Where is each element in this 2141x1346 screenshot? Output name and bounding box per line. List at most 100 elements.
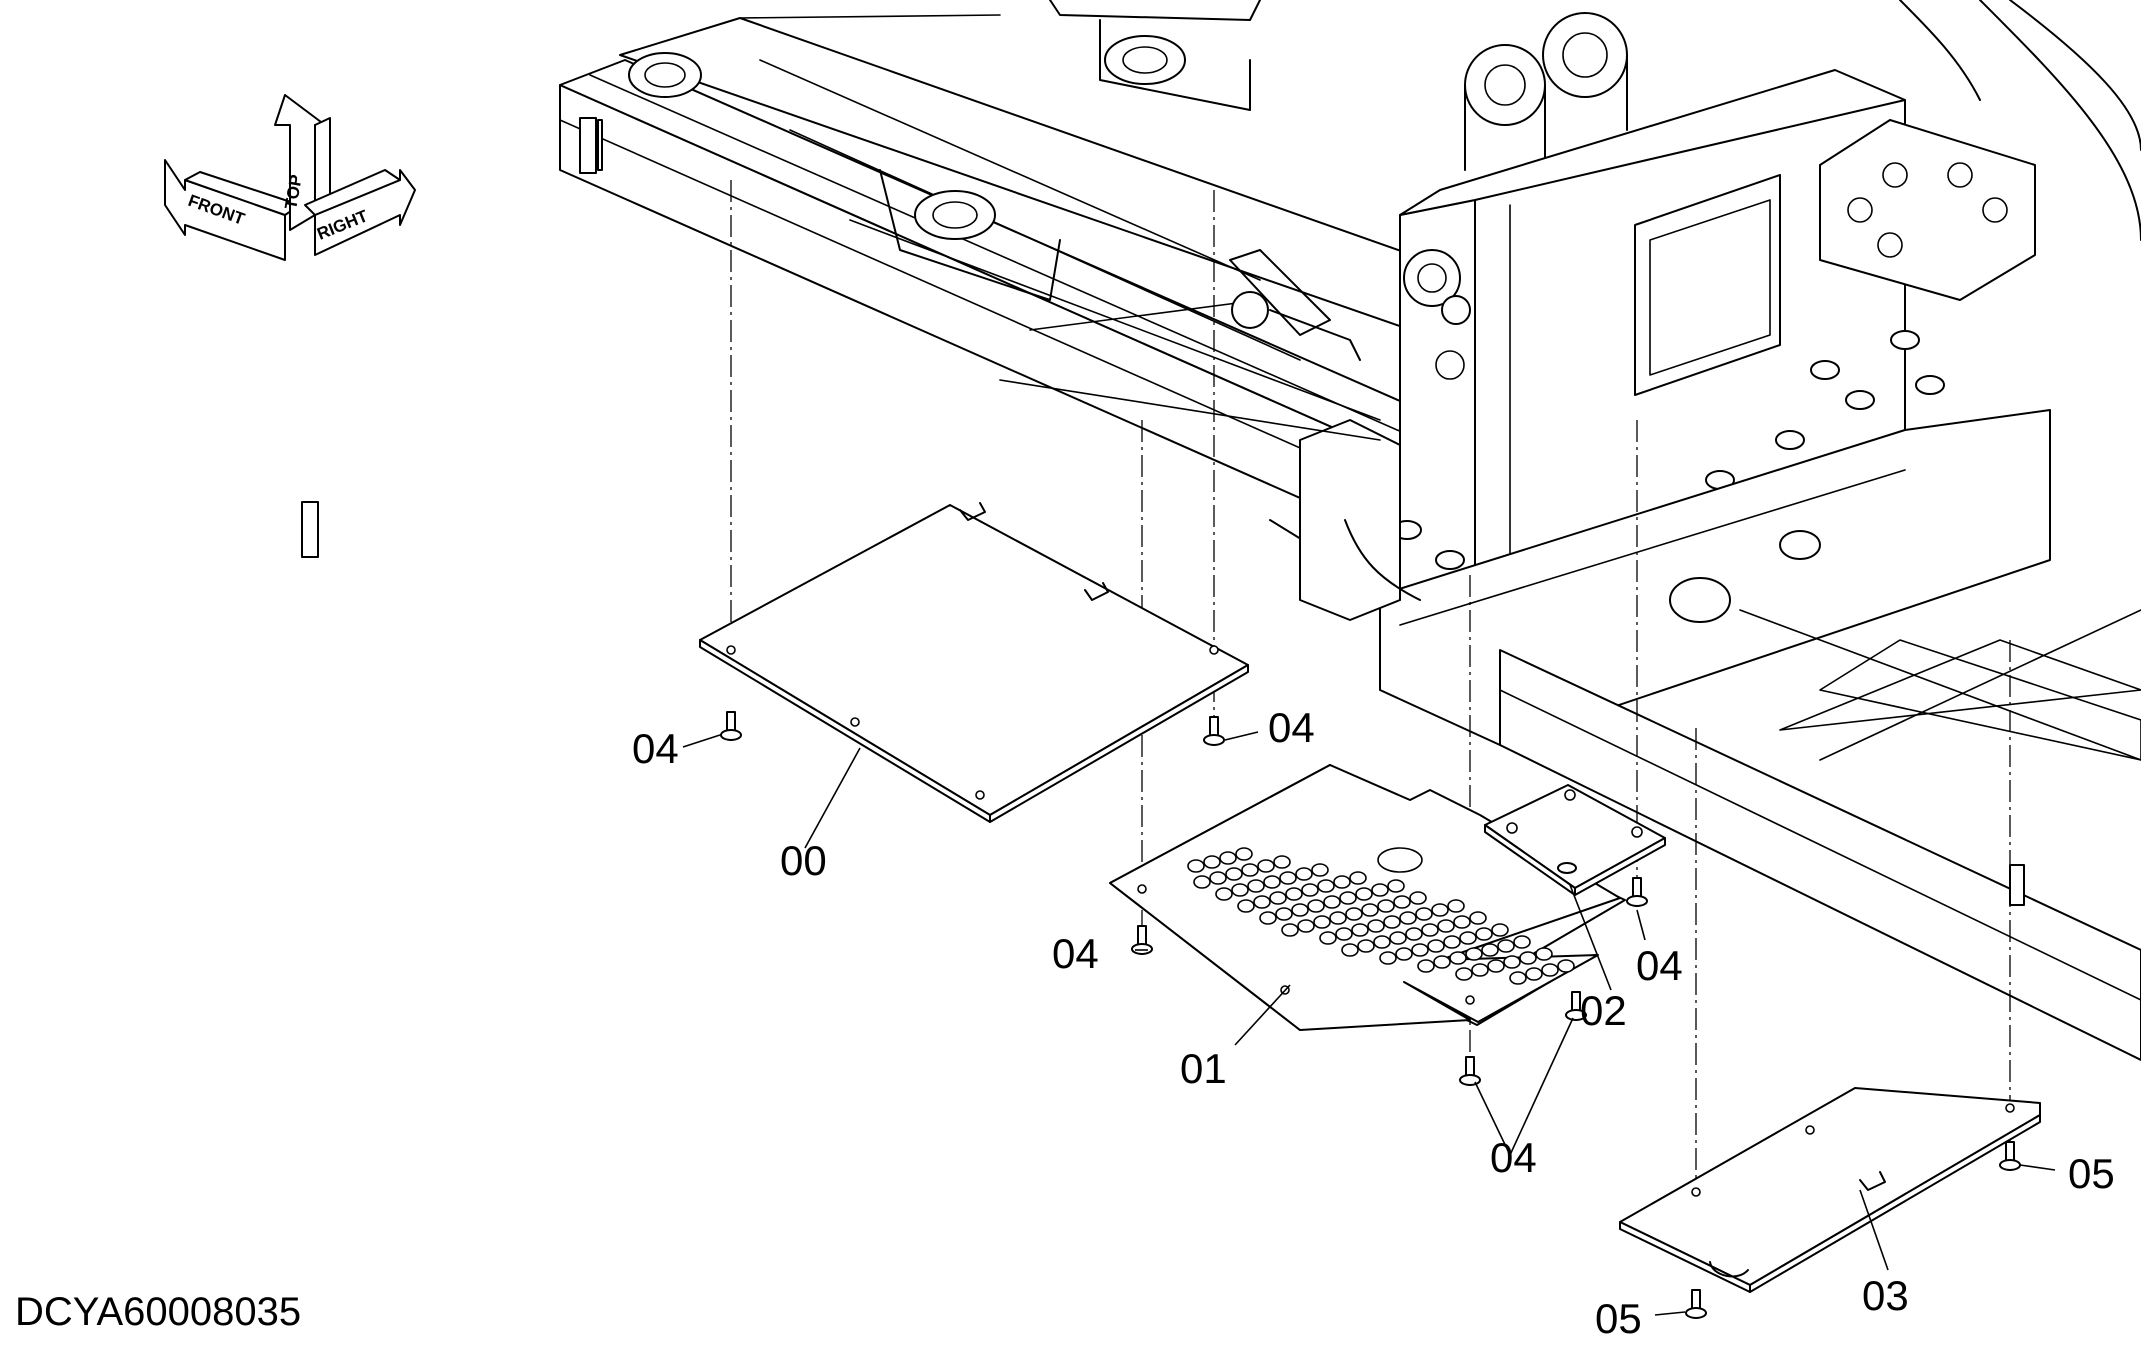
perforation-hole [1421, 923, 1439, 937]
callout-02: 02 [1580, 987, 1627, 1034]
perforation-hole [1475, 927, 1493, 941]
callout-04-b: 04 [1268, 704, 1315, 751]
callout-00: 00 [780, 837, 827, 884]
perforation-hole [1215, 887, 1233, 901]
perforation-hole [1469, 911, 1487, 925]
perforation-hole [1235, 847, 1253, 861]
perforation-hole [1349, 871, 1367, 885]
perforation-hole [1405, 927, 1423, 941]
perforation-hole [1387, 879, 1405, 893]
perforation-hole [1433, 955, 1451, 969]
perforation-hole [1335, 927, 1353, 941]
cover-plate-00 [699, 502, 1249, 823]
bolt-04-b [1203, 716, 1225, 746]
callout-05-a: 05 [2068, 1150, 2115, 1197]
perforation-hole [1297, 919, 1315, 933]
perforation-hole [1241, 863, 1259, 877]
perforation-hole [1377, 899, 1395, 913]
perforation-hole [1323, 895, 1341, 909]
perforation-hole [1339, 891, 1357, 905]
perforation-hole [1333, 875, 1351, 889]
perforation-hole [1443, 935, 1461, 949]
upper-frame-structure [301, 0, 2141, 1061]
perforation-hole [1557, 959, 1575, 973]
perforation-hole [1379, 951, 1397, 965]
bolt-05-a [1999, 1141, 2021, 1171]
perforation-hole [1389, 931, 1407, 945]
angled-plate-03 [1619, 1087, 2041, 1293]
perforation-hole [1275, 907, 1293, 921]
perforation-hole [1237, 899, 1255, 913]
perforation-hole [1285, 887, 1303, 901]
perforation-hole [1307, 899, 1325, 913]
perforation-hole [1427, 939, 1445, 953]
perforation-hole [1317, 879, 1335, 893]
bolt-05-b [1685, 1289, 1707, 1319]
perforation-hole [1355, 887, 1373, 901]
column-bolt-heads [1392, 330, 1945, 605]
perforation-hole [1415, 907, 1433, 921]
bolt-04-f [1565, 991, 1587, 1021]
perforation-hole [1437, 919, 1455, 933]
perforation-hole [1341, 943, 1359, 957]
perforation-hole [1509, 971, 1527, 985]
perforation-hole [1459, 931, 1477, 945]
perforation-hole [1257, 859, 1275, 873]
perforation-hole [1203, 855, 1221, 869]
perforation-hole [1471, 963, 1489, 977]
perforation-hole [1281, 923, 1299, 937]
perforation-hole [1187, 859, 1205, 873]
perforation-hole [1399, 911, 1417, 925]
perforation-hole [1313, 915, 1331, 929]
perforation-hole [1535, 947, 1553, 961]
perforation-hole [1319, 931, 1337, 945]
callout-03: 03 [1862, 1272, 1909, 1319]
perforation-hole [1279, 871, 1297, 885]
bolt-04-e [1459, 1056, 1481, 1086]
perforation-hole [1301, 883, 1319, 897]
perforation-holes [1187, 847, 1575, 985]
perforation-hole [1481, 943, 1499, 957]
perforation-hole [1295, 867, 1313, 881]
callout-04-e: 04 [1490, 1134, 1537, 1181]
perforation-hole [1487, 959, 1505, 973]
perforation-hole [1417, 959, 1435, 973]
perforation-hole [1409, 891, 1427, 905]
perforation-hole [1373, 935, 1391, 949]
bolt-04-c [1131, 925, 1153, 955]
perforation-hole [1329, 911, 1347, 925]
callout-labels: 04 04 00 04 01 02 04 04 05 03 05 [632, 704, 2115, 1342]
perforation-hole [1453, 915, 1471, 929]
perforation-hole [1497, 939, 1515, 953]
perforation-hole [1525, 967, 1543, 981]
perforation-hole [1503, 955, 1521, 969]
perforation-hole [1447, 899, 1465, 913]
perforation-hole [1269, 891, 1287, 905]
perforation-hole [1219, 851, 1237, 865]
perforation-hole [1247, 879, 1265, 893]
perforation-hole [1259, 911, 1277, 925]
callout-04-d: 04 [1636, 942, 1683, 989]
perforation-hole [1393, 895, 1411, 909]
perforation-hole [1383, 915, 1401, 929]
perforation-hole [1231, 883, 1249, 897]
perforation-hole [1395, 947, 1413, 961]
perforation-hole [1519, 951, 1537, 965]
perforation-hole [1431, 903, 1449, 917]
perforation-hole [1263, 875, 1281, 889]
drawing-code: DCYA60008035 [15, 1290, 301, 1334]
perforation-hole [1209, 871, 1227, 885]
perforation-hole [1357, 939, 1375, 953]
callout-05-b: 05 [1595, 1295, 1642, 1341]
perforation-hole [1371, 883, 1389, 897]
perforation-hole [1253, 895, 1271, 909]
callout-04-a: 04 [632, 725, 679, 772]
perforation-hole [1541, 963, 1559, 977]
perforation-hole [1411, 943, 1429, 957]
callout-01: 01 [1180, 1045, 1227, 1092]
leader-lines [682, 731, 2056, 1316]
perforation-hole [1311, 863, 1329, 877]
bolt-04-a [720, 711, 742, 741]
